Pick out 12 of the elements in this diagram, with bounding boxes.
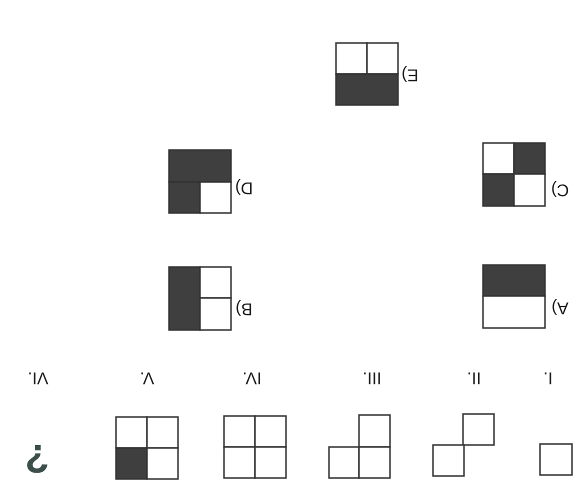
figure-label: IV. — [242, 370, 262, 386]
figure-label: I. — [543, 370, 553, 386]
figure-label: II. — [466, 370, 482, 386]
figure-label: VI. — [28, 370, 48, 386]
figure-label: B) — [236, 300, 252, 318]
figure-label: A) — [552, 300, 568, 316]
figure-label: E) — [402, 66, 418, 84]
figure-label: III. — [362, 370, 382, 386]
question-mark: ? — [24, 438, 50, 478]
figure-label: C) — [551, 182, 569, 198]
figure-label: D) — [235, 180, 253, 196]
figure-label: V. — [140, 370, 154, 386]
